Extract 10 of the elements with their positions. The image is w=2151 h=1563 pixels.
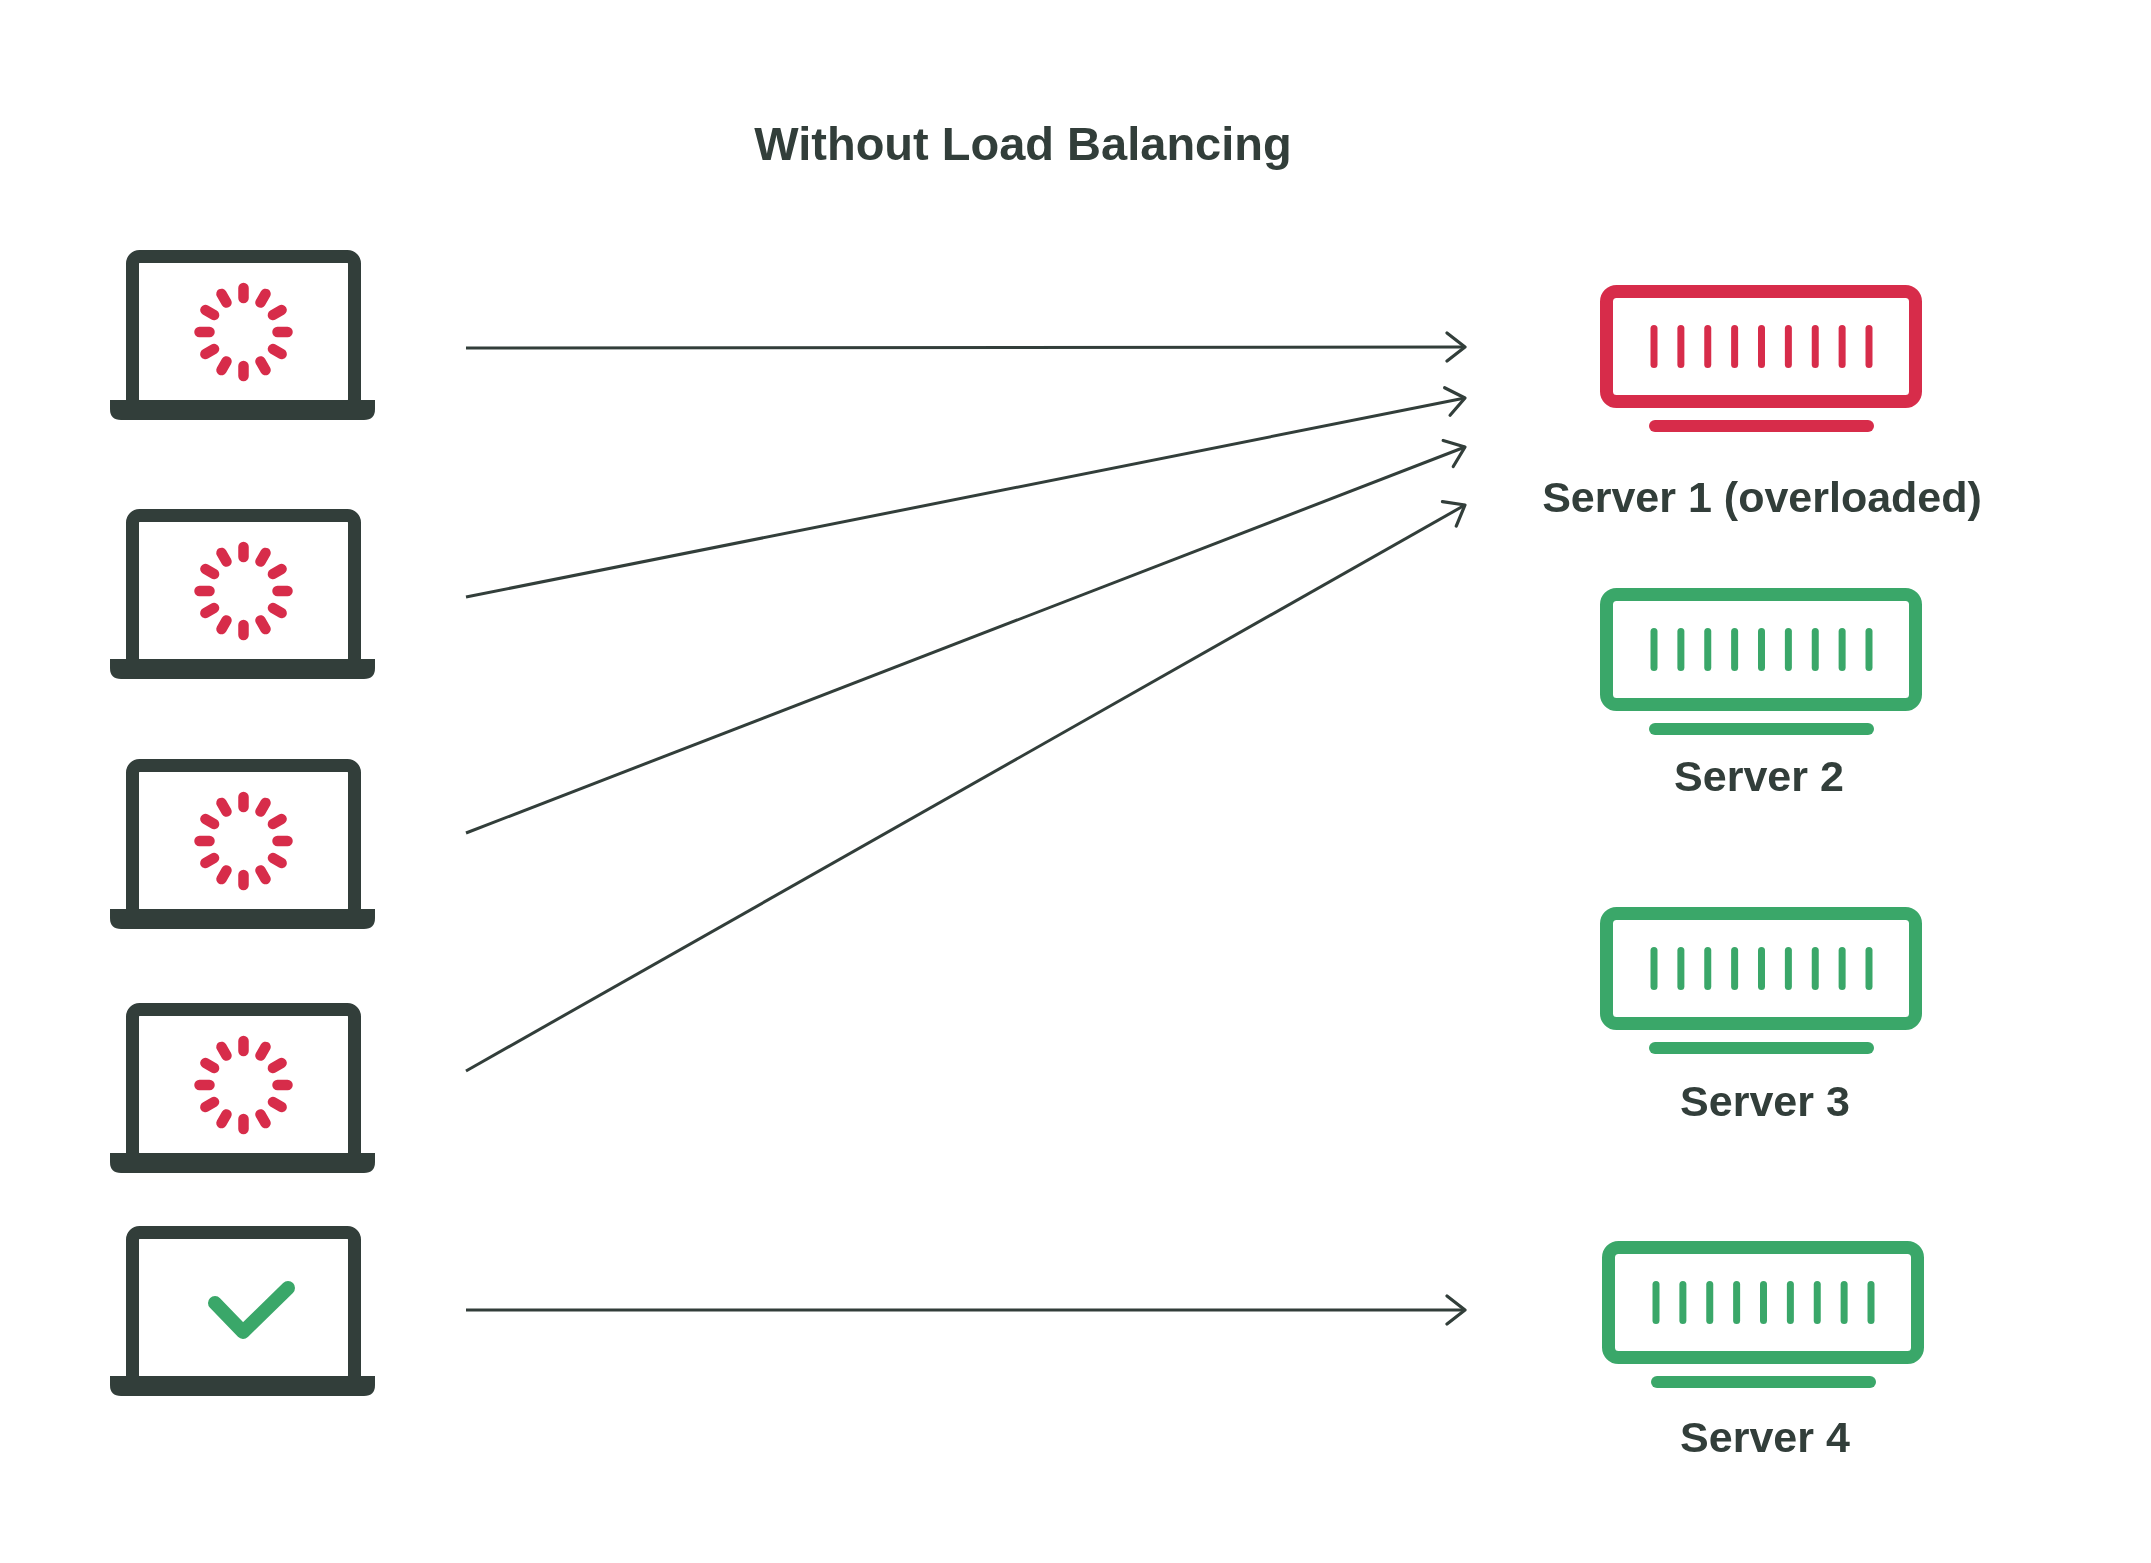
server-label: Server 2 — [1674, 752, 1844, 800]
arrow — [465, 438, 1467, 835]
arrow — [465, 500, 1467, 1073]
server-label: Server 3 — [1680, 1077, 1850, 1125]
arrow — [465, 386, 1467, 599]
server-label: Server 4 — [1680, 1413, 1850, 1461]
diagram-title: Without Load Balancing — [754, 116, 1292, 172]
server-label: Server 1 (overloaded) — [1542, 473, 1982, 521]
arrow — [466, 331, 1467, 363]
arrow — [466, 1294, 1467, 1326]
